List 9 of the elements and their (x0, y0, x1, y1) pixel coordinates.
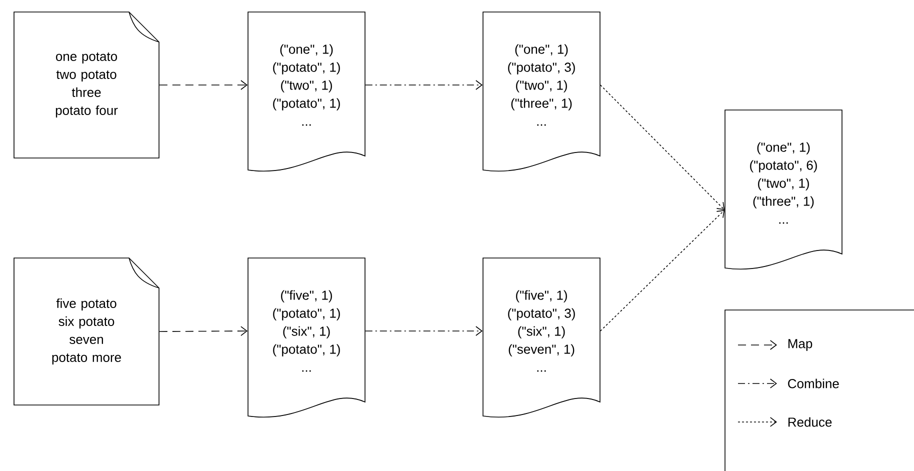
arrow (365, 326, 483, 336)
arrow (600, 84, 725, 210)
arrow (365, 80, 483, 90)
legend-label: Reduce (788, 417, 832, 427)
arrow (159, 326, 248, 336)
legend-label: Map (788, 339, 812, 351)
arrow (159, 80, 248, 90)
legend-label: Combine (788, 378, 839, 388)
arrow (600, 210, 725, 332)
